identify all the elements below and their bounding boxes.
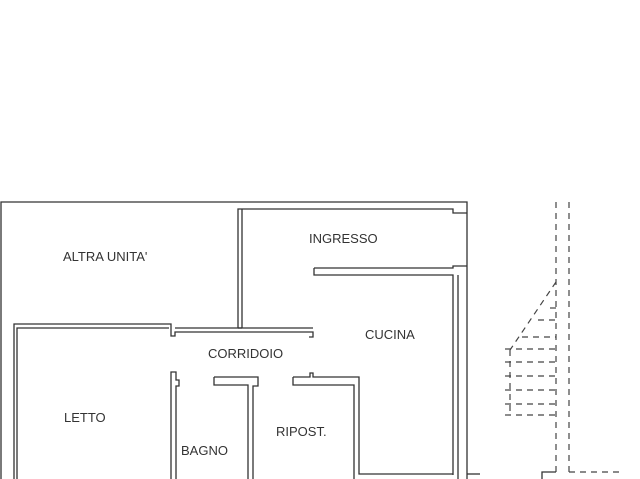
room-label-corridoio: CORRIDOIO xyxy=(208,346,284,361)
walls xyxy=(0,201,480,479)
room-label-ingresso: INGRESSO xyxy=(309,231,378,246)
room-label-ripostiglio: RIPOST. xyxy=(276,424,327,439)
staircase xyxy=(505,202,622,479)
room-label-altra-unita: ALTRA UNITA' xyxy=(63,249,148,264)
room-label-letto: LETTO xyxy=(64,410,106,425)
room-label-bagno: BAGNO xyxy=(181,443,228,458)
room-label-cucina: CUCINA xyxy=(365,327,415,342)
